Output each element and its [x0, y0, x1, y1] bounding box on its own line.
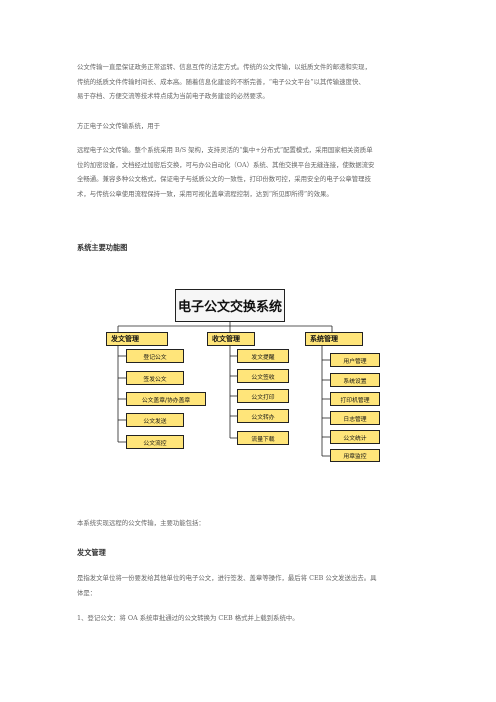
diagram-item: 公文统计: [330, 430, 380, 444]
intro-line: 传统的纸质文件传输时间长、成本高。随着信息化建设的不断完善，“电子公文平台”以其…: [77, 77, 365, 86]
stray-mark: ‘: [90, 240, 92, 247]
column-title-send: 发文管理: [106, 332, 168, 346]
diagram-item: 打印机管理: [330, 392, 380, 406]
diagram-item: 公文发送: [126, 413, 184, 427]
diagram-item: 日志管理: [330, 411, 380, 425]
diagram-item: 公文转办: [237, 409, 289, 423]
intro-paragraph: 公文传输一直是保证政务正常运转、信息互传的法定方式。传统的公文传输，以纸质文件的…: [77, 60, 429, 104]
diagram-item: 流量下载: [237, 431, 289, 445]
description-line: 远程电子公文传输。整个系统采用 B/S 架构，支持灵活的“集中+分布式”配置模式…: [77, 146, 373, 154]
lead-line: 方正电子公文传输系统，用于: [77, 122, 161, 130]
description-line: 全畅通。兼容多种公文格式，保证电子与纸质公文的一致性，打印份数可控，采用安全的电…: [77, 175, 371, 184]
connector-lines: [117, 322, 333, 457]
diagram-item: 登记公文: [126, 349, 184, 363]
diagram-item: 公文盖章/协办盖章: [126, 392, 206, 406]
description-paragraph: 远程电子公文传输。整个系统采用 B/S 架构，支持灵活的“集中+分布式”配置模式…: [77, 143, 429, 201]
diagram-item: 系统设置: [330, 373, 380, 387]
body-paragraph: 是指发文单位将一份要发给其他单位的电子公文，进行签发、盖章等操作，最后将 CEB…: [77, 571, 429, 600]
description-line: 位的加密设备，文档经过加密后交换，可与办公自动化（OA）系统、其他交换平台无缝连…: [77, 160, 375, 169]
intro-line: 公文传输一直是保证政务正常运转、信息互传的法定方式。传统的公文传输，以纸质文件的…: [77, 63, 371, 71]
column-title-system: 系统管理: [305, 332, 363, 346]
subheading: 发文管理: [77, 548, 106, 557]
diagram-item: 用户管理: [330, 353, 380, 367]
diagram-item: 发文提醒: [237, 349, 289, 363]
diagram-item: 用章监控: [330, 449, 380, 462]
body-line: 体是：: [77, 588, 97, 597]
diagram-item: 公文签收: [237, 369, 289, 383]
body-line: 是指发文单位将一份要发给其他单位的电子公文，进行签发、盖章等操作，最后将 CEB…: [77, 574, 377, 582]
column-title-receive: 收文管理: [207, 332, 255, 346]
function-diagram: 电子公文交换系统 发文管理 收文管理 系统管理 登记公文 签发公文 公文盖章/协…: [100, 284, 400, 462]
description-line: 术，与传统公章使用流程保持一致，采用可视化盖章流程控制，达到“所见即所得”的效果…: [77, 189, 333, 198]
summary-line: 本系统实现远程的公文传输，主要功能包括：: [77, 519, 205, 527]
list-item: 1、登记公文：将 OA 系统审批通过的公文转换为 CEB 格式并上载到系统中。: [77, 614, 299, 622]
diagram-item: 公文流控: [126, 435, 184, 449]
diagram-root: 电子公文交换系统: [175, 289, 285, 322]
diagram-item: 签发公文: [126, 371, 184, 385]
diagram-item: 公文打印: [237, 389, 289, 403]
intro-line: 易于存档、方便交流等技术特点成为当前电子政务建设的必然要求。: [77, 92, 269, 101]
section-heading: 系统主要功能图: [77, 243, 128, 252]
